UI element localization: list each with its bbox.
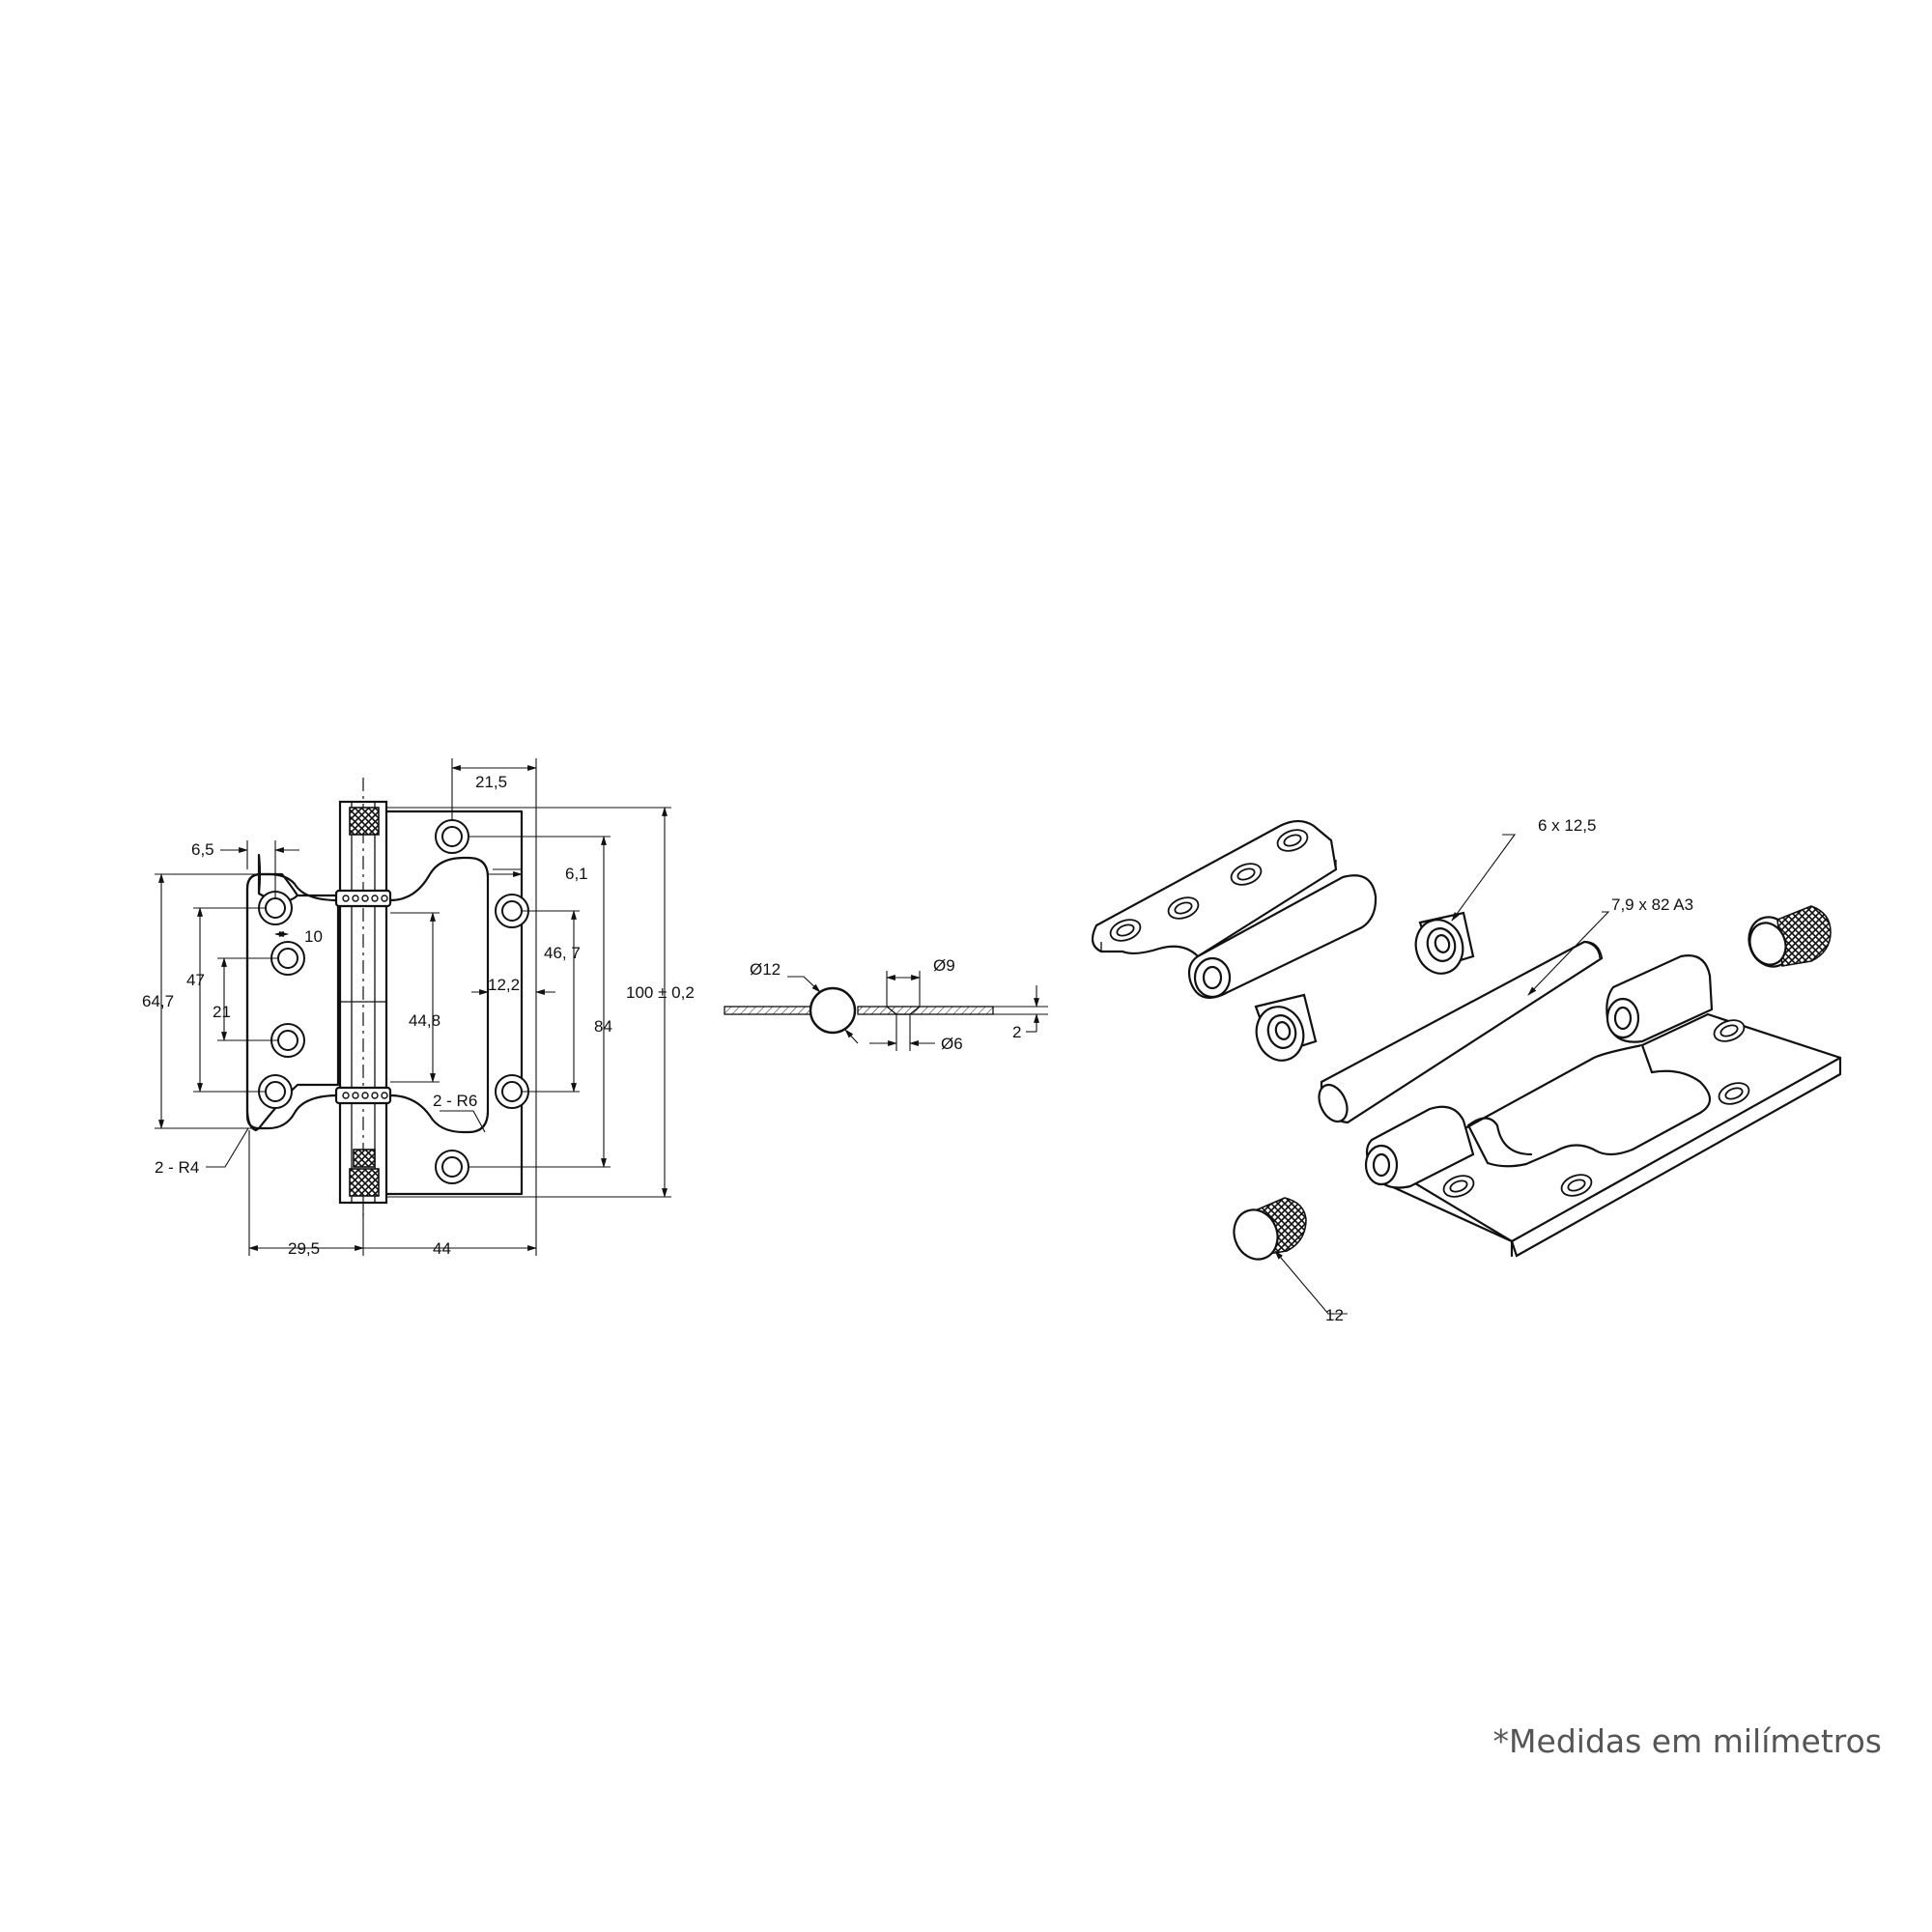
dim-100: 100 ± 0,2 (626, 983, 695, 1002)
dim-d6: Ø6 (941, 1035, 963, 1053)
section-left-leaf (724, 1006, 820, 1015)
section-knuckle (809, 986, 857, 1035)
dim-12-2: 12,2 (488, 976, 520, 994)
left-leaf-body (245, 872, 340, 1130)
right-leaf-outline (384, 810, 524, 1196)
dim-r4: 2 - R4 (155, 1158, 199, 1177)
bushing-upper (1414, 911, 1475, 975)
bottom-cap-knurl (349, 1168, 380, 1197)
dim-21-5: 21,5 (475, 773, 507, 791)
right-leaf-holes (435, 819, 529, 1184)
label-pin: 7,9 x 82 A3 (1611, 895, 1693, 914)
dim-thickness-2: 2 (1012, 1023, 1021, 1041)
dim-46-7: 46, 7 (544, 944, 581, 962)
label-bushing: 6 x 12,5 (1538, 816, 1597, 835)
dim-10: 10 (304, 927, 323, 946)
upper-bushing (334, 889, 392, 908)
top-cap-knurl (349, 807, 380, 836)
dim-84: 84 (594, 1017, 612, 1036)
dim-d9: Ø9 (933, 956, 955, 975)
dim-29-5: 29,5 (288, 1239, 320, 1258)
dim-r6: 2 - R6 (433, 1092, 477, 1110)
dim-21: 21 (213, 1003, 231, 1021)
upper-knuckle (1187, 874, 1378, 999)
dim-44-8: 44,8 (409, 1011, 440, 1030)
section-right-leaf (857, 1006, 994, 1015)
section-view: Ø12 Ø9 Ø6 2 (724, 956, 1048, 1053)
front-view: 21,5 6,5 6,1 10 64,7 47 21 44,8 12,2 46,… (142, 758, 695, 1258)
cap-upper (1747, 905, 1832, 968)
front-dimension-lines (155, 758, 671, 1256)
cap-lower (1233, 1197, 1307, 1261)
dim-44: 44 (433, 1239, 451, 1258)
upper-leaf (1091, 819, 1338, 958)
exploded-view: 6 x 12,5 7,9 x 82 A3 12 (1091, 816, 1842, 1324)
bushing-lower (1254, 993, 1318, 1062)
dim-6-5: 6,5 (191, 840, 214, 859)
dim-47: 47 (186, 971, 205, 989)
left-leaf-holes (258, 891, 305, 1109)
label-cap: 12 (1325, 1306, 1344, 1324)
dim-6-1: 6,1 (565, 865, 588, 883)
dim-d12: Ø12 (750, 960, 781, 979)
dim-64-7: 64,7 (142, 992, 174, 1010)
footnote: *Medidas em milímetros (1492, 1722, 1882, 1760)
